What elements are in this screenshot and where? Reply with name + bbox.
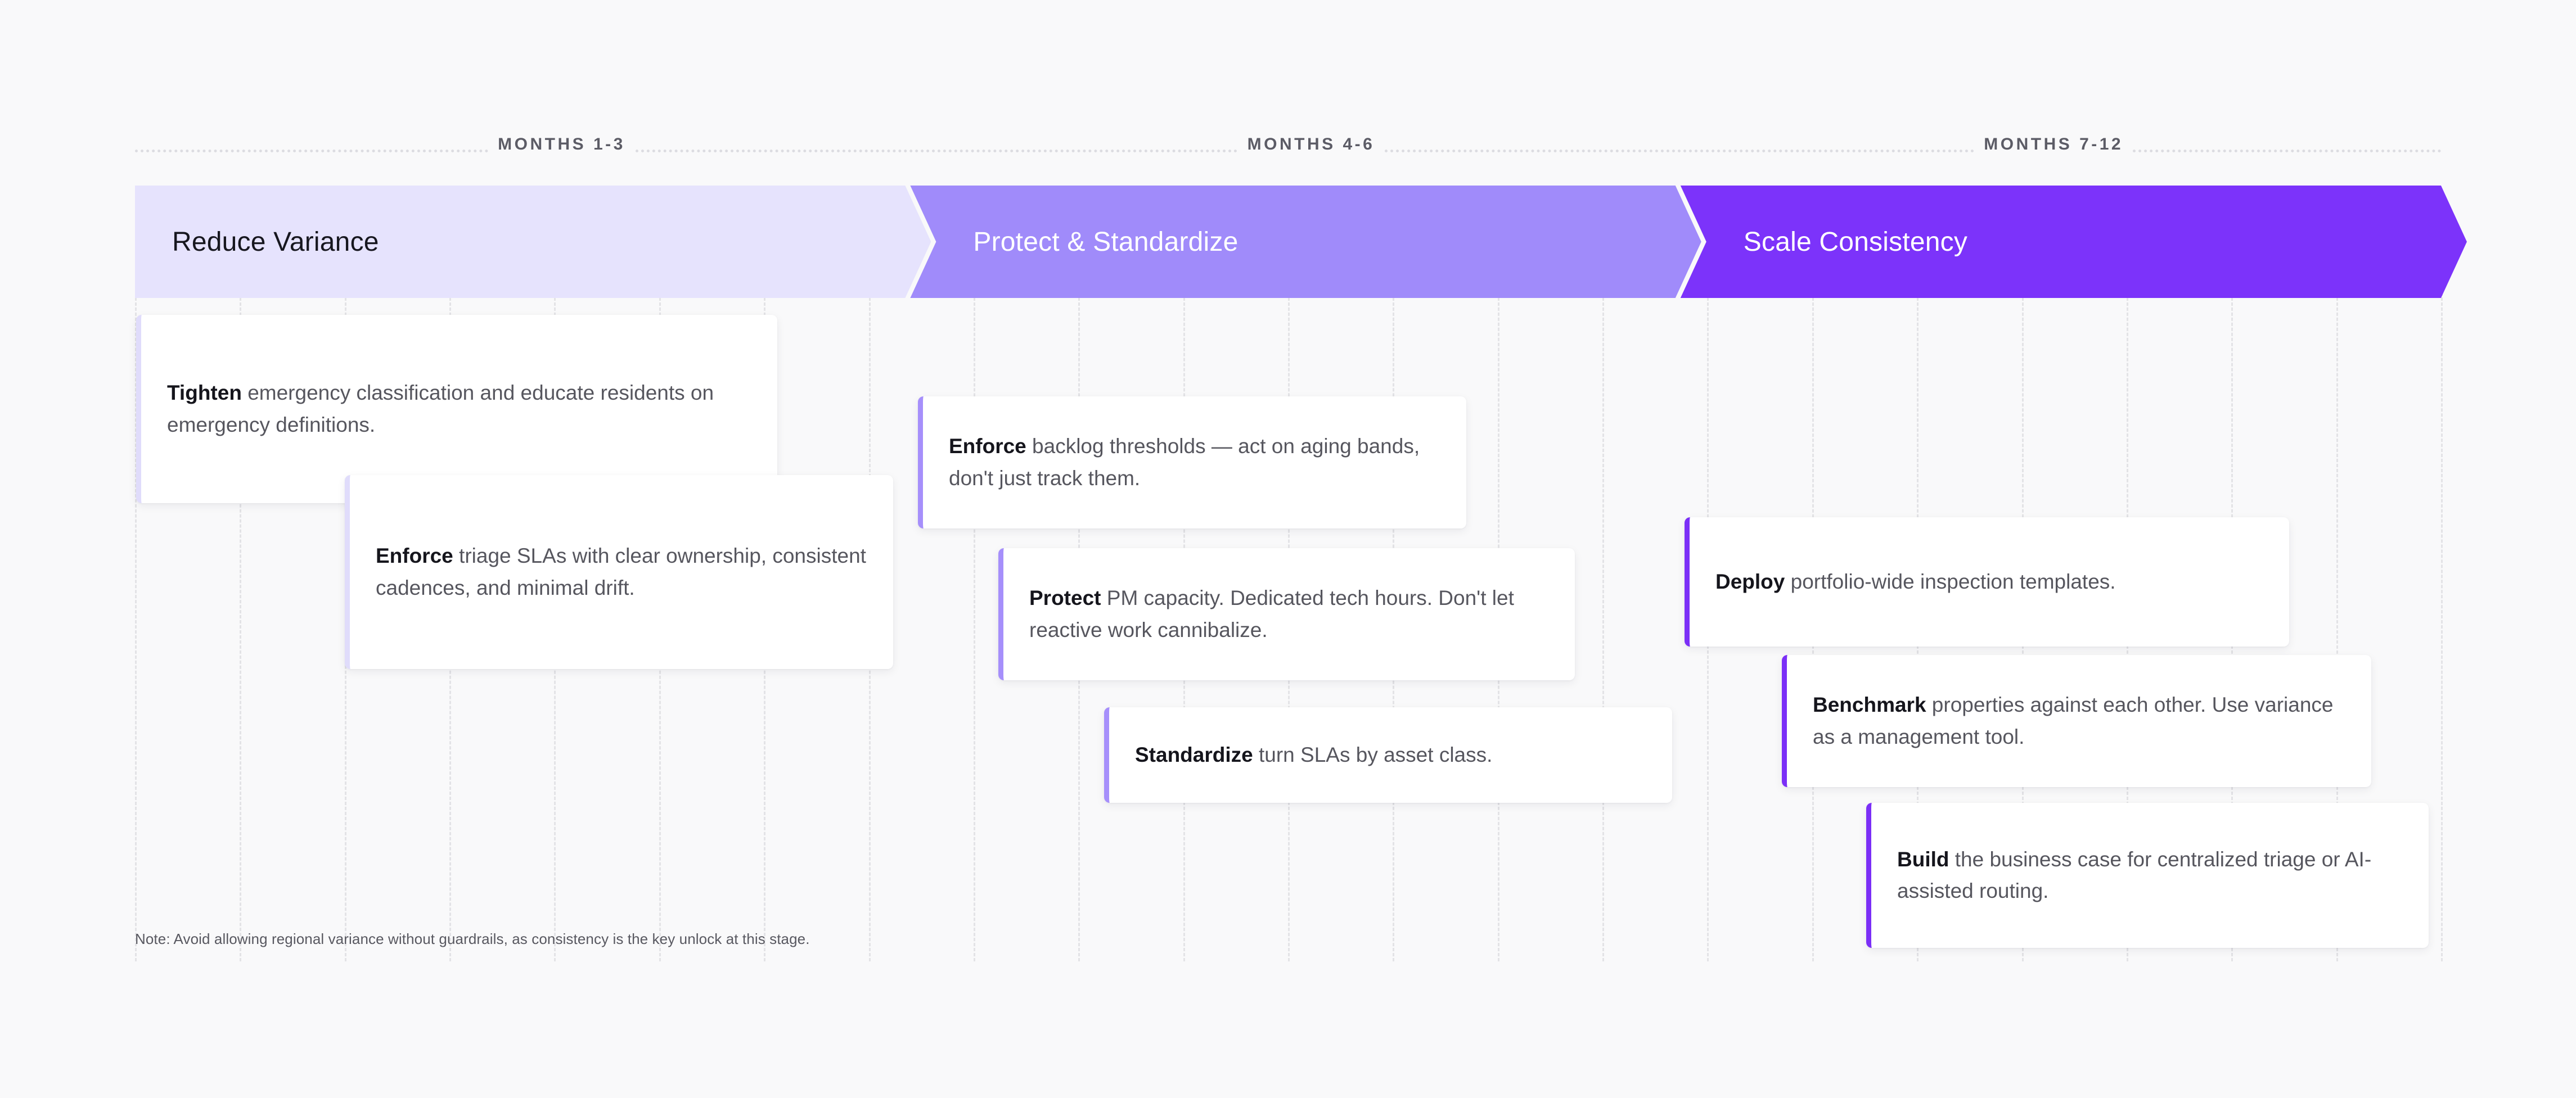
action-card[interactable]: Tighten emergency classification and edu… (136, 315, 777, 503)
month-label-3: MONTHS 7-12 (1984, 135, 2124, 153)
footnote: Note: Avoid allowing regional variance w… (135, 930, 810, 947)
action-card-text: Protect PM capacity. Dedicated tech hour… (1003, 568, 1575, 660)
action-card-body: portfolio-wide inspection templates. (1785, 570, 2116, 593)
action-card[interactable]: Protect PM capacity. Dedicated tech hour… (998, 548, 1575, 680)
action-card-lead: Standardize (1135, 743, 1253, 766)
action-card-text: Tighten emergency classification and edu… (141, 363, 777, 455)
month-ruler: MONTHS 1-3 MONTHS 4-6 MONTHS 7-12 (135, 135, 2441, 169)
action-card-lead: Protect (1029, 586, 1101, 610)
action-card-lead: Tighten (167, 381, 242, 405)
action-card-text: Deploy portfolio-wide inspection templat… (1690, 552, 2143, 612)
action-card-body: emergency classification and educate res… (167, 381, 714, 436)
action-card-text: Enforce triage SLAs with clear ownership… (350, 526, 893, 618)
phase-header-2[interactable]: Protect & Standardize (910, 186, 1701, 298)
action-card-lead: Deploy (1715, 570, 1785, 593)
action-card-text: Standardize turn SLAs by asset class. (1109, 725, 1519, 785)
action-card[interactable]: Deploy portfolio-wide inspection templat… (1685, 517, 2289, 647)
action-card-lead: Enforce (376, 544, 453, 568)
action-card-body: PM capacity. Dedicated tech hours. Don't… (1029, 586, 1514, 641)
action-card-lead: Enforce (949, 435, 1026, 458)
phase-header-3[interactable]: Scale Consistency (1680, 186, 2467, 298)
month-label-1: MONTHS 1-3 (498, 135, 625, 153)
ruler-dotted-connector-0 (135, 150, 488, 152)
phase-title-2: Protect & Standardize (973, 227, 1239, 257)
ruler-dotted-connector-2 (1385, 150, 1975, 152)
action-card-body: the business case for centralized triage… (1897, 847, 2372, 902)
phase-title-3: Scale Consistency (1743, 227, 1968, 257)
action-card-lead: Build (1897, 847, 1949, 871)
action-card-text: Enforce backlog thresholds — act on agin… (923, 416, 1466, 508)
action-card-body: triage SLAs with clear ownership, consis… (376, 544, 866, 599)
action-card[interactable]: Benchmark properties against each other.… (1782, 655, 2371, 787)
action-card[interactable]: Enforce backlog thresholds — act on agin… (918, 396, 1466, 528)
action-card-text: Build the business case for centralized … (1871, 829, 2429, 921)
ruler-dotted-connector-3 (2133, 150, 2441, 152)
phase-header-band: Reduce Variance Protect & Standardize Scal… (135, 186, 2467, 298)
phase-title-1: Reduce Variance (172, 227, 379, 257)
action-card-body: turn SLAs by asset class. (1253, 743, 1493, 766)
action-card[interactable]: Build the business case for centralized … (1866, 803, 2429, 948)
action-card-text: Benchmark properties against each other.… (1787, 675, 2371, 767)
ruler-dotted-connector-1 (635, 150, 1237, 152)
action-card-lead: Benchmark (1813, 693, 1926, 717)
action-card[interactable]: Enforce triage SLAs with clear ownership… (345, 475, 893, 669)
month-label-2: MONTHS 4-6 (1247, 135, 1375, 153)
phase-header-1[interactable]: Reduce Variance (135, 186, 931, 298)
action-card-body: properties against each other. Use varia… (1813, 693, 2334, 748)
action-card-body: backlog thresholds — act on aging bands,… (949, 435, 1420, 490)
action-card[interactable]: Standardize turn SLAs by asset class. (1104, 707, 1672, 803)
